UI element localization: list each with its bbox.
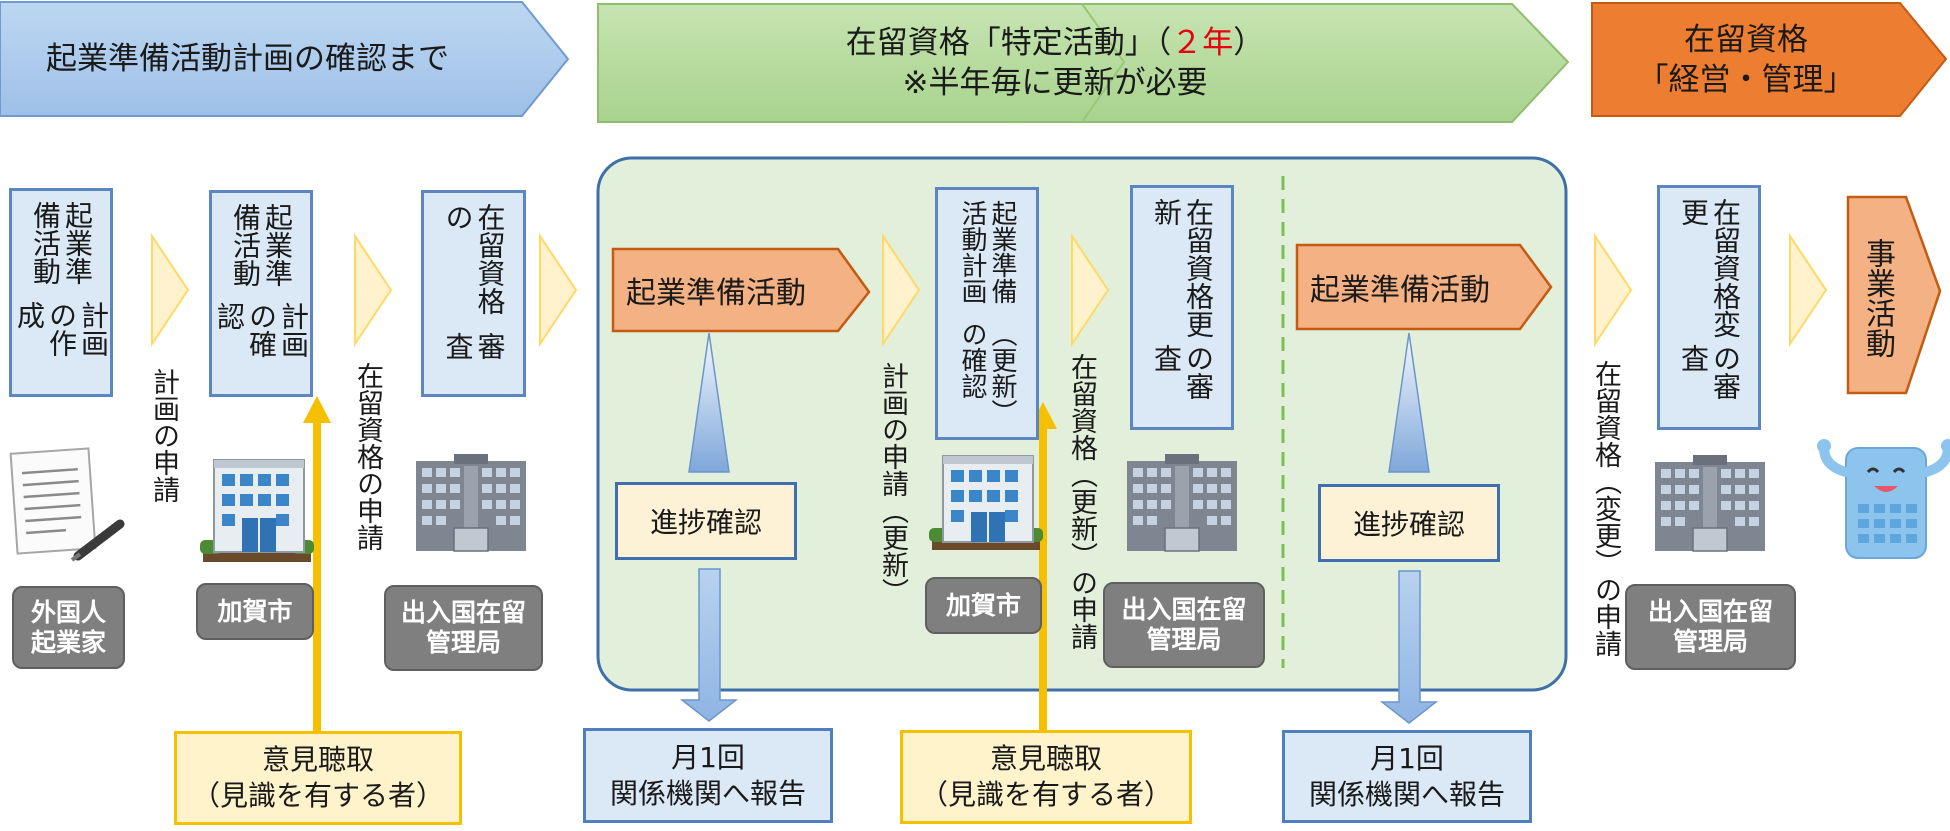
phase2-years: ２年 [1171, 25, 1234, 61]
actor-city-1: 加賀市 [196, 583, 314, 640]
flow-status-application: 在留資格の申請 [352, 362, 383, 551]
office-building-icon [1655, 455, 1765, 552]
actor-entrepreneur: 外国人起業家 [12, 586, 125, 669]
report-arrow-1 [679, 568, 739, 722]
step-renewal-confirm: 起業準備活動計画（更新）の確認 [935, 187, 1039, 440]
activity2-label: 起業準備活動 [1310, 273, 1490, 308]
city-hall-icon [200, 459, 314, 562]
activity1-shape [611, 247, 871, 333]
progress-check-1: 進捗確認 [615, 482, 797, 560]
step-status-review: 在留資格の審査 [421, 190, 526, 397]
flow-status-application-change: 在留資格（変更）の申請 [1590, 360, 1621, 657]
hearing-box-1: 意見聴取（見識を有する者） [174, 731, 462, 825]
phase2-banner [597, 3, 1570, 123]
happy-building-icon [1817, 439, 1950, 559]
progress-triangle-1 [688, 332, 730, 473]
step-change-review: 在留資格変更の審査 [1657, 185, 1761, 430]
phase3-banner [1591, 2, 1948, 117]
phase3-line2: 「経営・管理」 [1637, 61, 1855, 98]
actor-immigration-3: 出入国在留管理局 [1625, 584, 1796, 670]
step-plan-confirm: 起業準備活動計画の確認 [209, 190, 313, 397]
flow-status-application-renewal: 在留資格（更新）の申請 [1066, 353, 1097, 650]
flow-plan-application: 計画の申請 [148, 368, 179, 503]
document-pen-icon [9, 447, 125, 562]
phase1-label: 起業準備活動計画の確認まで [46, 2, 516, 116]
progress-check-2: 進捗確認 [1318, 484, 1500, 562]
phase2-label: 在留資格「特定活動」（２年） ※半年毎に更新が必要 [598, 4, 1512, 122]
report-box-2: 月1回関係機関へ報告 [1282, 730, 1532, 823]
flow-plan-application-renewal: 計画の申請（更新） [877, 362, 908, 605]
phase1-text: 起業準備活動計画の確認まで [46, 41, 449, 77]
office-building-icon [1127, 454, 1237, 552]
report-arrow-2 [1379, 570, 1439, 724]
actor-immigration-2: 出入国在留管理局 [1103, 582, 1265, 668]
city-hall-icon [929, 455, 1043, 550]
step-renewal-review: 在留資格更新の審査 [1130, 185, 1234, 430]
phase1-banner [0, 0, 570, 117]
office-building-icon [416, 454, 526, 552]
activity1-label: 起業準備活動 [626, 276, 806, 311]
hearing-box-2: 意見聴取（見識を有する者） [900, 730, 1192, 824]
phase2-line1: 在留資格「特定活動」（２年） [845, 25, 1265, 61]
phase2-line2: ※半年毎に更新が必要 [902, 65, 1208, 101]
actor-city-2: 加賀市 [925, 577, 1042, 634]
progress-triangle-2 [1388, 332, 1430, 473]
step-business-activity: 事業活動 [1860, 238, 1895, 358]
activity2-shape [1295, 243, 1553, 331]
phase3-line1: 在留資格 [1684, 21, 1808, 58]
flow-chevrons [151, 232, 1828, 348]
report-box-1: 月1回関係機関へ報告 [583, 728, 833, 823]
business-activity-shape [1846, 195, 1942, 395]
step-plan-create: 起業準備活動計画の作成 [9, 188, 113, 397]
actor-immigration-1: 出入国在留管理局 [384, 585, 543, 671]
phase2-inner-divider [1081, 3, 1126, 123]
phase3-label: 在留資格 「経営・管理」 [1592, 3, 1900, 116]
